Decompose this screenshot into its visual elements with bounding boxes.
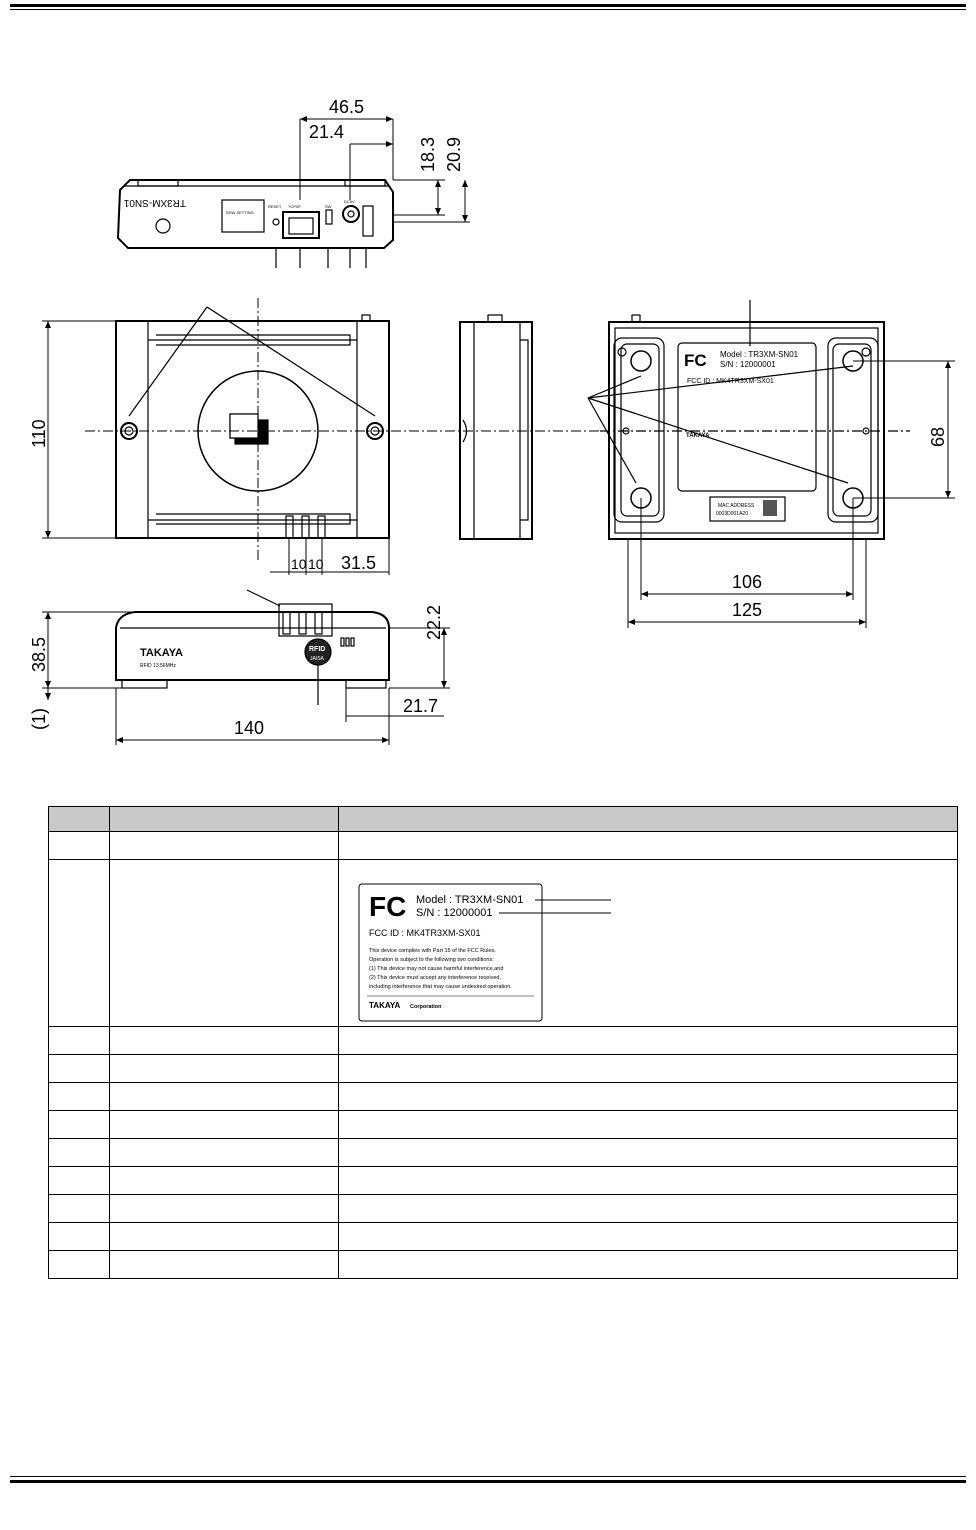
dim-top-h1: 18.3 [418,137,438,172]
bottom-dimension-lines [42,611,450,745]
rear-fcc-logo: FC [684,351,707,370]
dim-side-foot: (1) [29,708,49,730]
ethernet-port [282,211,320,239]
rear-label-model: Model : TR3XM-SN01 [720,350,799,359]
table-row [48,1250,958,1279]
table-row [48,1166,958,1195]
dim-side-width: 140 [234,718,264,738]
table-row [48,831,958,860]
device-drawing: TR3XM-SN01 DSW SETTING TCP/IP RESET SW D… [29,97,955,745]
side-freq: RFID 13.56MHz [140,663,176,669]
label-line4: (2) This device must accept any interfer… [369,975,501,981]
table-row [48,1026,958,1055]
rear-view [587,300,910,540]
side-view [459,314,533,540]
dim-top-width: 46.5 [329,97,364,117]
top-dc-text: DC5V [344,199,355,204]
dim-rear-mount-v: 68 [928,427,948,447]
table-row: FC Model : TR3XM-SN01 S/N : 12000001 FCC… [48,859,958,1027]
rear-mac-label: MAC ADDRESS [718,503,755,509]
table-row [48,1054,958,1083]
rear-label-sn: S/N : 12000001 [720,360,776,369]
table-row [48,1222,958,1251]
label-sn: S/N : 12000001 [416,907,492,919]
dim-front-height: 110 [29,419,49,448]
table-row [48,1082,958,1111]
table-row [48,1110,958,1139]
top-view [116,179,394,268]
rfid-badge-text: RFID [309,646,325,653]
fcc-logo: FC [369,891,406,922]
dim-side-h: 22.2 [424,605,444,640]
rear-mac-value: 0003D001A20 [716,511,748,517]
top-rule-thin [10,9,966,10]
dim-side-off: 21.7 [403,696,438,716]
dim-rear-mount-h: 106 [732,572,762,592]
top-setting-text: DSW SETTING [226,210,254,215]
bottom-view [115,589,390,705]
dim-gap-c: 31.5 [341,553,376,573]
top-reset-text: RESET [268,204,282,209]
rfid-badge-sub: JAISA [310,656,325,662]
table-header-cell [48,806,110,832]
fcc-label-image: FC Model : TR3XM-SN01 S/N : 12000001 FCC… [358,883,611,1022]
side-brand: TAKAYA [140,647,183,659]
rear-dimension-lines [627,360,955,628]
label-model: Model : TR3XM-SN01 [416,894,523,906]
dim-top-h2: 20.9 [444,137,464,172]
table-row [48,1138,958,1167]
table-header-row [48,806,958,832]
table-header-cell [338,806,958,832]
table-row [48,1194,958,1223]
top-rule-thick [10,4,966,7]
front-dimension-lines [42,298,600,575]
label-line2: Operation is subject to the following tw… [369,957,494,963]
rear-label-fcc: FCC ID : MK4TR3XM-SX01 [687,378,774,385]
front-view [115,306,390,539]
label-brand: TAKAYA [369,1001,400,1010]
label-line3: (1) This device may not cause harmful in… [369,966,503,972]
label-fcc-id: FCC ID : MK4TR3XM-SX01 [369,928,481,938]
label-line1: This device complies with Part 15 of the… [369,948,496,954]
dim-side-height: 38.5 [29,637,49,672]
label-line5: including interference that may cause un… [369,984,512,990]
spec-table: FC Model : TR3XM-SN01 S/N : 12000001 FCC… [48,806,958,1279]
bottom-rule-thin [10,1476,966,1477]
top-port-text: TCP/IP [288,204,301,209]
dc-jack [342,205,360,223]
bottom-rule-thick [10,1480,966,1483]
dim-gap-b: 10 [308,556,324,572]
dim-gap-a: 10 [291,556,307,572]
table-header-cell [109,806,339,832]
top-dimension-lines [299,116,470,223]
rear-label-brand: TAKAYA [686,433,710,439]
dim-rear-width: 125 [732,600,762,620]
label-brand-suffix: Corporation [410,1004,442,1010]
top-model-text: TR3XM-SN01 [123,197,186,208]
top-sw-text: SW [325,204,332,209]
dim-top-offset: 21.4 [309,122,344,142]
